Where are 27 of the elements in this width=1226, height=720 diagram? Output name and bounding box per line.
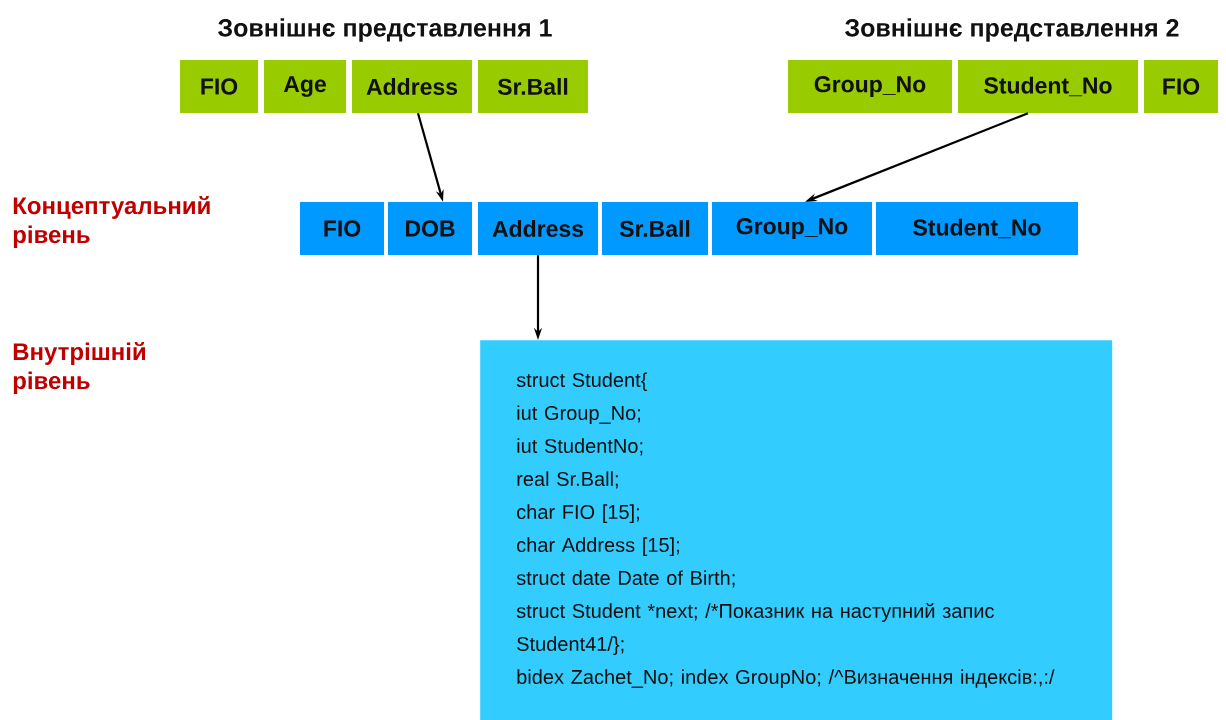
view-field-cell: Group_No — [788, 60, 952, 113]
level-label: Концептуальний рівень — [13, 196, 210, 248]
code-line: struct date Date of Birth; — [516, 570, 735, 588]
code-line: char Address [15]; — [517, 537, 679, 556]
concept-field-cell: Student_No — [876, 202, 1078, 255]
view-field-cell: Age — [264, 60, 346, 113]
level-label: Внутрішній рівень — [13, 342, 145, 394]
code-line: real Sr.Ball; — [517, 471, 618, 489]
code-line: iut StudentNo; — [517, 438, 643, 456]
view-field-cell: FIO — [1144, 60, 1218, 113]
view-field-cell: Address — [352, 60, 472, 113]
view-field-cell: Student_No — [958, 60, 1138, 113]
concept-field-cell: Address — [478, 202, 598, 255]
concept-field-cell: Sr.Ball — [602, 202, 708, 255]
concept-field-cell: FIO — [300, 202, 384, 255]
view-field-cell: Sr.Ball — [478, 60, 588, 113]
view-field-cell: FIO — [180, 60, 258, 113]
code-line: struct Student{ — [516, 372, 648, 391]
code-line: char FIO [15]; — [517, 504, 639, 523]
code-line: iut Group_No; — [517, 405, 640, 424]
concept-field-cell: Group_No — [712, 202, 872, 255]
view-heading: Зовнішнє представлення 2 — [845, 18, 1179, 42]
code-line: struct Student *next; /*Показник на наступний запис Student41/}; — [516, 603, 994, 655]
code-line: bidex Zachet_No; index GroupNo; /^Визначення індексів:,:/ — [517, 669, 1055, 688]
code-box — [480, 340, 1113, 720]
view-heading: Зовнішнє представлення 1 — [218, 18, 552, 42]
concept-field-cell: DOB — [388, 202, 472, 255]
